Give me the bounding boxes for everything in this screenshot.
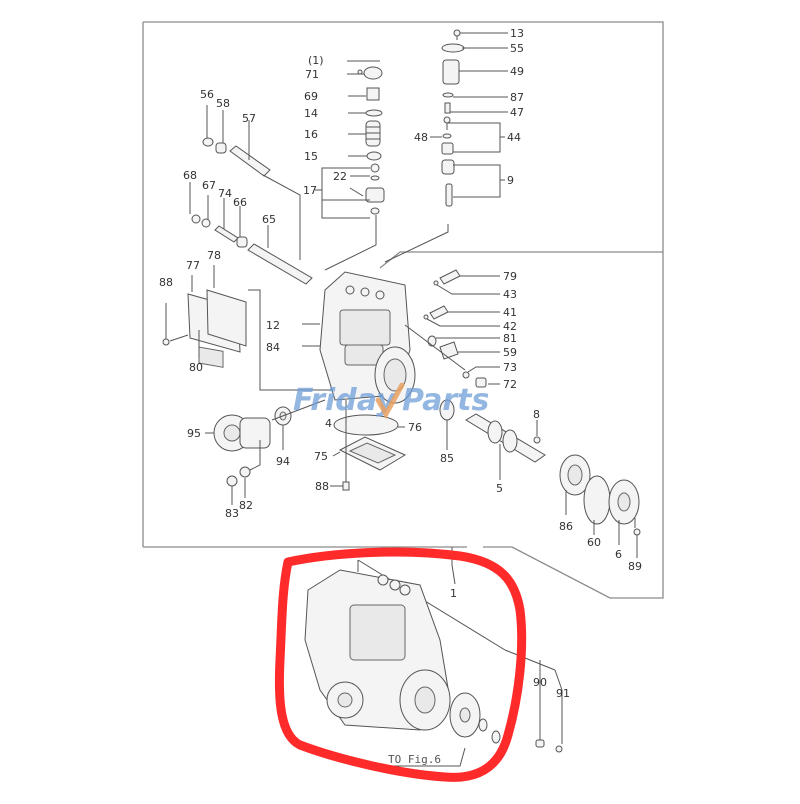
callout-13: 13 bbox=[510, 27, 524, 40]
callout-91: 91 bbox=[556, 687, 570, 700]
callout-14: 14 bbox=[304, 107, 318, 120]
watermark-check-icon bbox=[375, 382, 405, 420]
callout-43: 43 bbox=[503, 288, 517, 301]
callout-95: 95 bbox=[187, 427, 201, 440]
callout-1: 1 bbox=[450, 587, 457, 600]
callout-88-upper: 88 bbox=[159, 276, 173, 289]
callout-56: 56 bbox=[200, 88, 214, 101]
delivery-valve-stack bbox=[384, 29, 465, 263]
callout-8: 8 bbox=[533, 408, 540, 421]
callout-labels: (1) 71 69 14 16 15 22 17 56 58 57 68 67 … bbox=[159, 27, 642, 766]
callout-58: 58 bbox=[216, 97, 230, 110]
callout-73: 73 bbox=[503, 361, 517, 374]
callout-59: 59 bbox=[503, 346, 517, 359]
lower-left-parts bbox=[205, 399, 407, 505]
inspection-cover bbox=[162, 265, 400, 391]
callout-86: 86 bbox=[559, 520, 573, 533]
callout-66: 66 bbox=[233, 196, 247, 209]
callout-57: 57 bbox=[242, 112, 256, 125]
right-small-parts bbox=[404, 269, 500, 388]
callout-41: 41 bbox=[503, 306, 517, 319]
callout-1-paren: (1) bbox=[308, 54, 324, 67]
watermark: Friday Parts bbox=[293, 382, 489, 420]
callout-90: 90 bbox=[533, 676, 547, 689]
callout-71: 71 bbox=[305, 68, 319, 81]
callout-47: 47 bbox=[510, 106, 524, 119]
callout-65: 65 bbox=[262, 213, 276, 226]
callout-72: 72 bbox=[503, 378, 517, 391]
diagram-frame bbox=[142, 21, 664, 599]
callout-17: 17 bbox=[303, 184, 317, 197]
callout-55: 55 bbox=[510, 42, 524, 55]
callout-67: 67 bbox=[202, 179, 216, 192]
callout-49: 49 bbox=[510, 65, 524, 78]
fig-reference-note: TO Fig.6 bbox=[388, 753, 441, 766]
callout-16: 16 bbox=[304, 128, 318, 141]
callout-78: 78 bbox=[207, 249, 221, 262]
callout-81: 81 bbox=[503, 332, 517, 345]
callout-89: 89 bbox=[628, 560, 642, 573]
callout-80: 80 bbox=[189, 361, 203, 374]
callout-84: 84 bbox=[266, 341, 280, 354]
callout-82: 82 bbox=[239, 499, 253, 512]
camshaft-assembly bbox=[439, 399, 641, 558]
callout-79: 79 bbox=[503, 270, 517, 283]
callout-94: 94 bbox=[276, 455, 290, 468]
callout-76: 76 bbox=[408, 421, 422, 434]
callout-48: 48 bbox=[414, 131, 428, 144]
assembled-pump bbox=[304, 547, 563, 767]
leader-lines bbox=[315, 32, 508, 219]
callout-5: 5 bbox=[496, 482, 503, 495]
callout-22: 22 bbox=[333, 170, 347, 183]
governor-stack bbox=[324, 66, 385, 271]
callout-9: 9 bbox=[507, 174, 514, 187]
callout-12: 12 bbox=[266, 319, 280, 332]
callout-77: 77 bbox=[186, 259, 200, 272]
callout-4: 4 bbox=[325, 417, 332, 430]
watermark-text-left: Friday bbox=[293, 383, 397, 418]
callout-87: 87 bbox=[510, 91, 524, 104]
callout-60: 60 bbox=[587, 536, 601, 549]
callout-85: 85 bbox=[440, 452, 454, 465]
left-parts bbox=[189, 105, 313, 285]
highlight-outline bbox=[274, 547, 527, 782]
callout-69: 69 bbox=[304, 90, 318, 103]
callout-74: 74 bbox=[218, 187, 232, 200]
callout-68: 68 bbox=[183, 169, 197, 182]
callout-88-lower: 88 bbox=[315, 480, 329, 493]
callout-6: 6 bbox=[615, 548, 622, 561]
pump-housing bbox=[302, 271, 416, 404]
callout-42: 42 bbox=[503, 320, 517, 333]
callout-15: 15 bbox=[304, 150, 318, 163]
callout-44: 44 bbox=[507, 131, 521, 144]
callout-75: 75 bbox=[314, 450, 328, 463]
callout-83: 83 bbox=[225, 507, 239, 520]
watermark-text-right: Parts bbox=[402, 383, 489, 418]
